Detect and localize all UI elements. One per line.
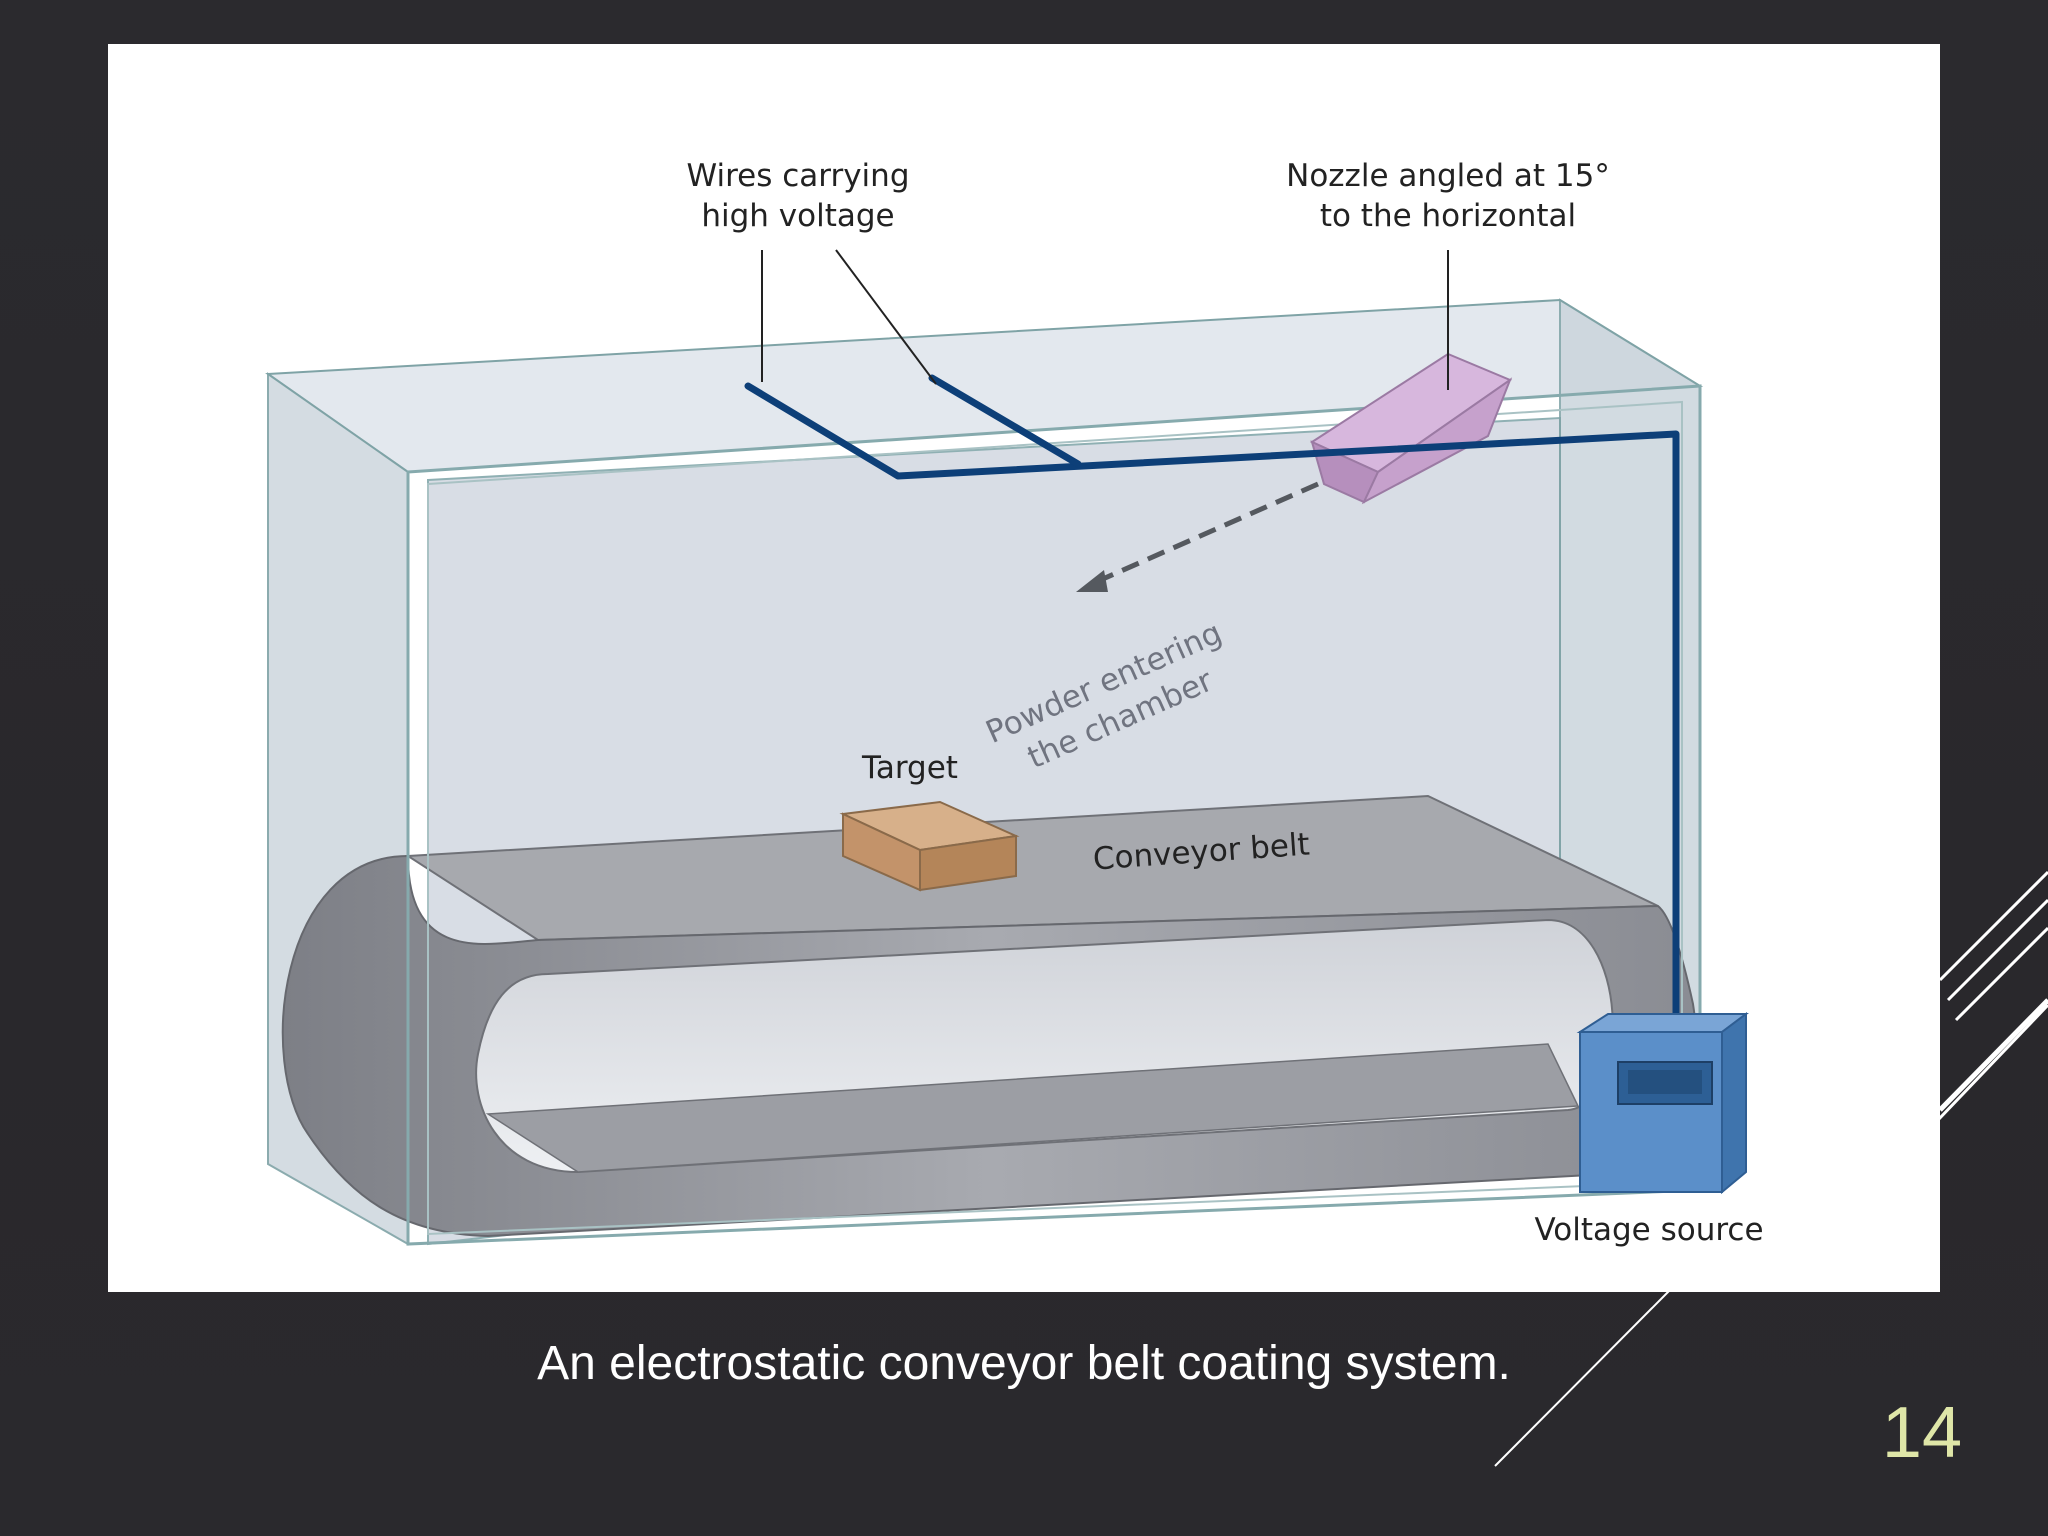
figure-panel: Wires carrying high voltage Nozzle angle… bbox=[108, 44, 1940, 1292]
callout-lines bbox=[761, 249, 1449, 390]
target-block bbox=[839, 800, 1020, 892]
page-number: 14 bbox=[1881, 1393, 1962, 1473]
target-label: Target bbox=[861, 750, 958, 786]
stripe-line bbox=[1954, 926, 2048, 1022]
nozzle-label-line1: Nozzle angled at 15° bbox=[1286, 158, 1610, 194]
nozzle-label-line2: to the horizontal bbox=[1320, 198, 1576, 234]
conveyor-belt bbox=[281, 794, 1699, 1238]
coating-system-diagram: Wires carrying high voltage Nozzle angle… bbox=[265, 158, 1764, 1248]
stripe-line bbox=[1936, 1003, 2048, 1122]
nozzle bbox=[1309, 352, 1513, 505]
stripe-line bbox=[1938, 870, 2048, 982]
wires-label-line2: high voltage bbox=[701, 198, 894, 234]
slide-caption: An electrostatic conveyor belt coating s… bbox=[537, 1337, 1511, 1390]
stripe-line bbox=[1494, 1289, 1671, 1467]
wires-label-line1: Wires carrying bbox=[687, 158, 910, 194]
stripe-line bbox=[1946, 898, 2048, 1002]
stripe-line bbox=[1938, 998, 2048, 1112]
conveyor-inner-bottom bbox=[485, 1043, 1580, 1173]
voltage-source-box bbox=[1576, 1012, 1749, 1195]
high-voltage-wires bbox=[744, 374, 1680, 1032]
voltage-source-label: Voltage source bbox=[1534, 1212, 1763, 1248]
powder-arrow bbox=[1076, 481, 1320, 592]
